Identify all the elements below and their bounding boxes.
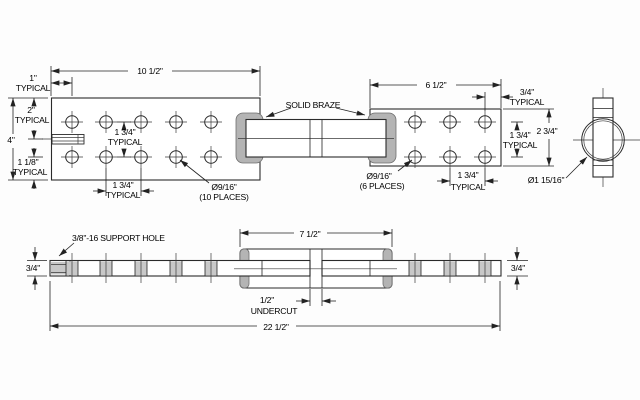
support-hole-label: 3/8"-16 SUPPORT HOLE: [72, 233, 165, 243]
dim-edge-offset: 1": [29, 73, 37, 83]
side-view-dimensions: 3/4" 3/8"-16 SUPPORT HOLE 7 1/2" 1/2" UN…: [26, 229, 528, 332]
dim-row-to-edge: 1 1/8": [18, 157, 39, 167]
dim-right-plate-length: 6 1/2": [426, 80, 447, 90]
undercut-label: UNDERCUT: [251, 306, 299, 316]
dim-top-to-center: 2": [27, 105, 35, 115]
top-view: [42, 97, 502, 181]
dim-right-col-pitch: 1 3/4": [458, 170, 479, 180]
dim-right-row-pitch: 1 3/4": [510, 130, 531, 140]
typical-label: TYPICAL: [510, 97, 545, 107]
hole-leader-right: [397, 159, 413, 172]
support-hole-leader: [58, 242, 75, 257]
typical-label: TYPICAL: [13, 167, 48, 177]
typical-label: TYPICAL: [108, 137, 143, 147]
hole-callout-left: Ø9/16": [211, 182, 236, 192]
side-view-holes: [65, 253, 492, 283]
dim-tube-diameter: Ø1 15/16": [528, 175, 565, 185]
hole-callout-right: Ø9/16": [366, 171, 391, 181]
dim-undercut: 1/2": [260, 295, 274, 305]
dim-right-plate-height: 2 3/4": [537, 126, 558, 136]
hole-places-left: (10 PLACES): [199, 192, 249, 202]
braze-leader-left: [265, 107, 292, 118]
dim-bar-thickness-right: 3/4": [511, 263, 525, 273]
typical-label: TYPICAL: [451, 182, 486, 192]
dim-overall-length: 22 1/2": [263, 322, 289, 332]
dim-tube-length: 7 1/2": [300, 229, 321, 239]
typical-label: TYPICAL: [15, 115, 50, 125]
tube-end-circle-outer: [581, 118, 625, 162]
solid-braze-label: SOLID BRAZE: [286, 100, 341, 110]
support-hole-thread-top: [51, 134, 85, 145]
braze-leader-right: [335, 107, 366, 116]
hole-leader-left: [179, 159, 210, 184]
typical-label: TYPICAL: [503, 140, 538, 150]
hole-places-right: (6 PLACES): [360, 181, 405, 191]
dim-row-pitch: 1 3/4": [115, 127, 136, 137]
side-view: [49, 248, 502, 289]
tube-dia-leader: [565, 156, 588, 179]
dim-col-pitch: 1 3/4": [113, 180, 134, 190]
tube-end-circle-inner: [583, 120, 623, 160]
dim-left-plate-length: 10 1/2": [137, 66, 163, 76]
dim-right-edge-offset: 3/4": [520, 87, 534, 97]
typical-label: TYPICAL: [16, 83, 51, 93]
end-view: Ø1 15/16": [528, 88, 640, 187]
left-plate: [50, 97, 261, 181]
dim-bar-thickness-left: 3/4": [26, 263, 40, 273]
top-view-dimensions: 10 1/2" 1" TYPICAL 4" 2" TYPICAL 1 1/8" …: [7, 66, 558, 202]
typical-label: TYPICAL: [106, 190, 141, 200]
dim-plate-height: 4": [7, 135, 15, 145]
